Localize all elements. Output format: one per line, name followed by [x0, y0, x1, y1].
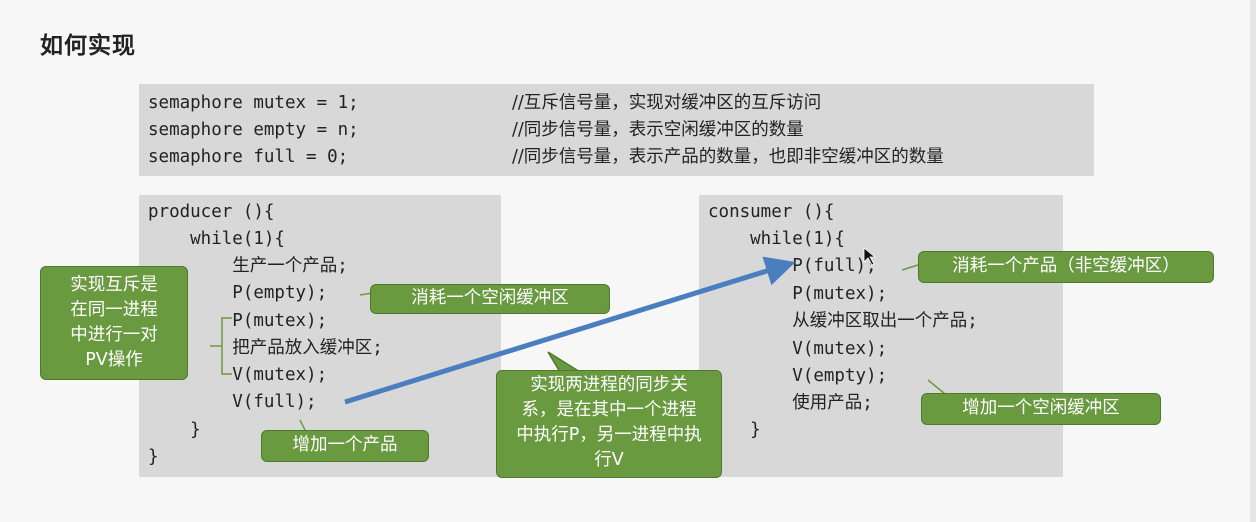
sync-arrow [344, 256, 796, 405]
consumer-line-5: V(mutex); [708, 339, 888, 359]
producer-line-4: P(mutex); [148, 311, 328, 331]
decl-comment-full: //同步信号量，表示产品的数量，也即非空缓冲区的数量 [512, 147, 944, 167]
pointer-pfull [901, 264, 919, 271]
consumer-line-7: 使用产品; [708, 393, 873, 413]
producer-line-9: } [148, 447, 159, 467]
producer-line-2: 生产一个产品; [148, 256, 348, 276]
consumer-box [699, 195, 1063, 477]
mutex-bracket [210, 317, 232, 375]
consumer-line-2: P(full); [708, 256, 877, 276]
sync-tail [547, 351, 581, 373]
consumer-line-0: consumer (){ [708, 202, 835, 222]
scrollbar-track[interactable] [1250, 0, 1256, 522]
decl-comment-mutex: //互斥信号量，实现对缓冲区的互斥访问 [512, 93, 822, 113]
decl-code-full: semaphore full = 0; [148, 147, 349, 167]
callout-consume-empty: 消耗一个空闲缓冲区 [370, 284, 610, 314]
callout-consume-product: 消耗一个产品（非空缓冲区） [918, 251, 1214, 283]
producer-line-6: V(mutex); [148, 365, 328, 385]
producer-line-3: P(empty); [148, 283, 328, 303]
producer-line-1: while(1){ [148, 229, 285, 249]
consumer-line-6: V(empty); [708, 366, 888, 386]
callout-add-product: 增加一个产品 [261, 430, 429, 462]
pointer-full [299, 419, 306, 431]
producer-line-5: 把产品放入缓冲区; [148, 338, 383, 358]
mouse-cursor-icon [863, 247, 877, 266]
consumer-line-3: P(mutex); [708, 284, 888, 304]
callout-sync: 实现两进程的同步关系，是在其中一个进程中执行P，另一进程中执行V [496, 370, 722, 478]
producer-line-7: V(full); [148, 392, 317, 412]
callout-mutex-pair: 实现互斥是在同一进程中进行一对PV操作 [40, 266, 188, 380]
producer-line-0: producer (){ [148, 202, 275, 222]
page-title: 如何实现 [40, 33, 136, 59]
consumer-line-1: while(1){ [708, 229, 845, 249]
decl-comment-empty: //同步信号量，表示空闲缓冲区的数量 [512, 120, 804, 140]
declarations-box [139, 84, 1094, 176]
decl-code-empty: semaphore empty = n; [148, 120, 359, 140]
decl-code-mutex: semaphore mutex = 1; [148, 93, 359, 113]
consumer-line-8: } [708, 420, 761, 440]
consumer-line-4: 从缓冲区取出一个产品; [708, 311, 978, 331]
producer-line-8: } [148, 420, 201, 440]
callout-add-empty: 增加一个空闲缓冲区 [921, 393, 1161, 425]
